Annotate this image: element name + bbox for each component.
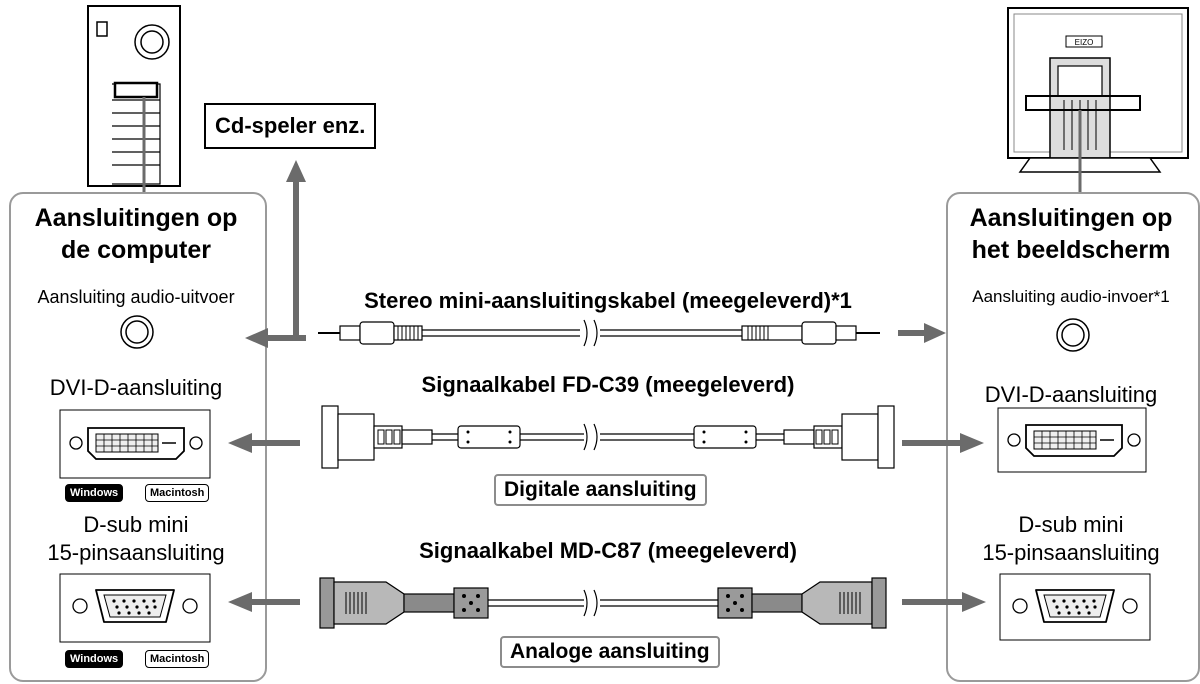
cd-player-box: Cd-speler enz. <box>204 103 377 149</box>
badge-mac-dsub: Macintosh <box>145 650 210 668</box>
right-panel-title: Aansluitingen op het beeldscherm <box>969 204 1173 264</box>
audio-in-jack-icon <box>1056 318 1090 352</box>
fd-cable-title: Signaalkabel FD-C39 (meegeleverd) <box>421 372 795 397</box>
eizo-logo: EIZO <box>1075 38 1094 47</box>
dsub-label-right: D-sub mini 15-pinsaansluiting <box>982 512 1160 565</box>
dvi-port-right-icon <box>997 407 1147 473</box>
dsub-port-left-icon <box>59 573 211 643</box>
badge-mac-dvi: Macintosh <box>145 484 210 502</box>
dsub-port-right-icon <box>999 573 1151 641</box>
analog-connection-label: Analoge aansluiting <box>500 636 720 668</box>
arrow-up-cd <box>286 160 306 335</box>
badge-windows-dsub: Windows <box>65 650 124 668</box>
md-cable-title: Signaalkabel MD-C87 (meegeleverd) <box>419 538 797 563</box>
digital-connection-label: Digitale aansluiting <box>494 474 707 506</box>
dsub-cable-icon <box>319 577 887 629</box>
connection-arrows <box>228 323 986 612</box>
dvi-label-right: DVI-D-aansluiting <box>984 382 1158 407</box>
dvi-cable-icon <box>321 405 895 469</box>
audio-out-label: Aansluiting audio-uitvoer <box>37 287 235 307</box>
dvi-port-left-icon <box>59 409 211 479</box>
badge-windows-dvi: Windows <box>65 484 124 502</box>
stereo-mini-cable-icon <box>318 319 880 347</box>
dvi-label-left: DVI-D-aansluiting <box>49 375 223 400</box>
computer-tower-icon <box>87 5 181 192</box>
audio-out-jack-icon <box>120 315 154 349</box>
stereo-cable-title: Stereo mini-aansluitingskabel (meegeleve… <box>364 288 852 313</box>
audio-in-label: Aansluiting audio-invoer*1 <box>972 287 1170 306</box>
left-panel-title: Aansluitingen op de computer <box>34 204 238 264</box>
dsub-label-left: D-sub mini 15-pinsaansluiting <box>47 512 225 565</box>
monitor-back-icon: EIZO <box>1007 7 1189 192</box>
